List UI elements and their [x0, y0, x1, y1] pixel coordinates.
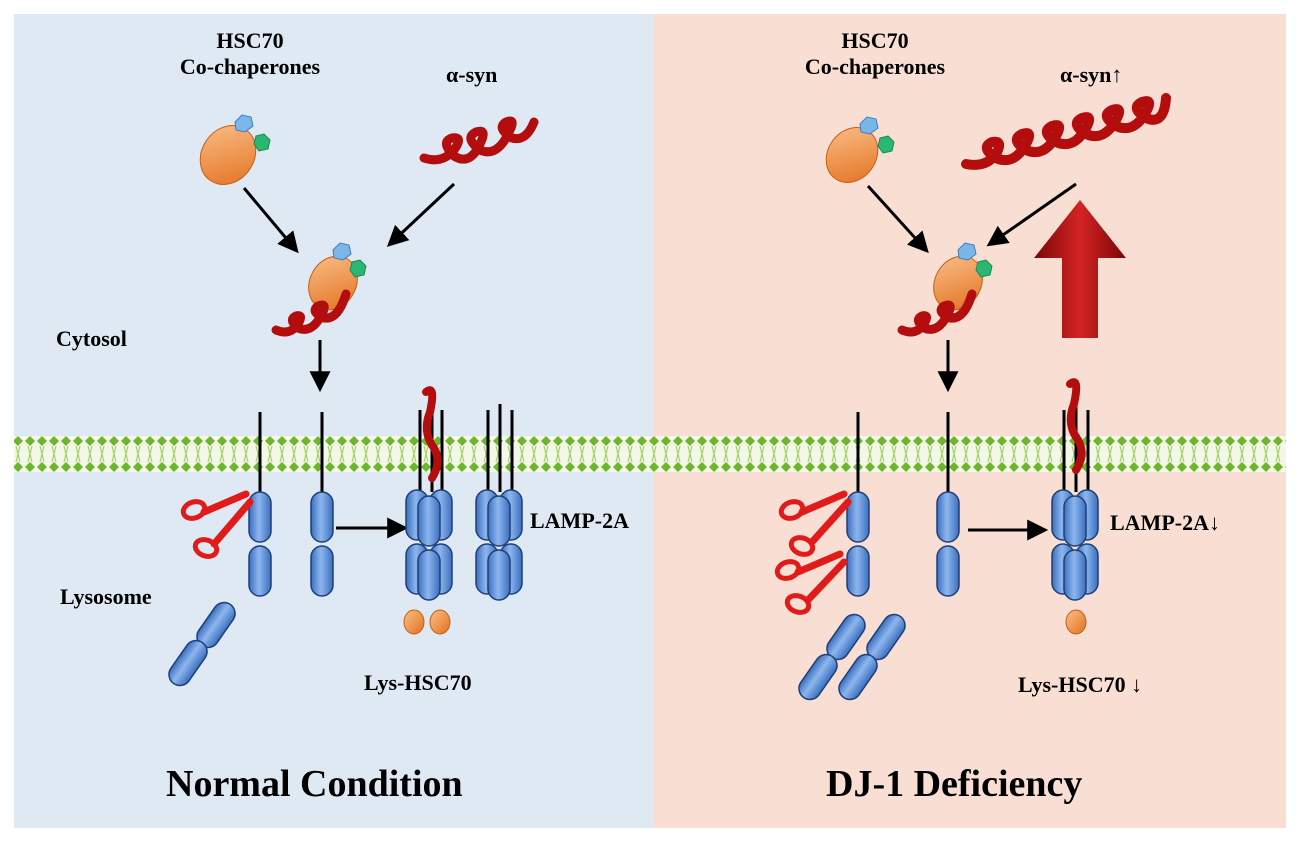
hsc70-label-deficiency: HSC70 Co-chaperones: [775, 28, 975, 80]
hsc70-asyn-complex-normal: [271, 242, 367, 337]
hsc70-label-line2: Co-chaperones: [179, 54, 321, 79]
hsc70-complex-free-deficiency: [825, 116, 895, 183]
hsc70-label-line1: HSC70: [216, 28, 284, 53]
scissors-icon-deficiency-2: [774, 550, 848, 615]
lamp2a-multimer-substrate-normal: [405, 386, 453, 601]
cytosol-label: Cytosol: [56, 326, 127, 351]
hsc70-label-normal: HSC70 Co-chaperones: [150, 28, 350, 80]
arrow-asyn-to-complex-deficiency: [986, 182, 1077, 247]
alpha-syn-increased: [961, 93, 1171, 170]
arrow-hsc70-to-complex-deficiency: [866, 184, 929, 254]
lamp2a-label-normal: LAMP-2A: [530, 508, 629, 533]
lamp2a-label-deficiency: LAMP-2A↓: [1110, 510, 1220, 535]
asyn-label-normal: α-syn: [446, 62, 498, 87]
arrow-asyn-to-complex-normal: [386, 182, 456, 247]
scissors-icon-normal: [180, 490, 254, 559]
lys-hsc70-deficiency: [1065, 609, 1087, 635]
title-normal: Normal Condition: [166, 763, 463, 805]
lamp2a-multimer-substrate-deficiency: [1051, 378, 1099, 601]
lamp2a-monomer-2-normal: [310, 412, 334, 597]
hsc70-complex-free-normal: [199, 114, 271, 185]
normal-panel-bg: [14, 14, 654, 828]
lamp2a-monomer-1-deficiency: [846, 412, 870, 597]
lamp2a-multimer-normal: [475, 404, 523, 601]
alpha-syn-normal: [419, 116, 539, 165]
lysosome-label: Lysosome: [60, 584, 152, 609]
lamp2a-monomer-1-normal: [248, 412, 272, 597]
scissors-icon-deficiency-1: [778, 490, 852, 557]
hsc70-asyn-complex-deficiency: [897, 242, 993, 337]
degraded-lamp2a-normal: [168, 601, 236, 687]
arrow-hsc70-to-complex-normal: [242, 187, 299, 254]
lys-hsc70-label-normal: Lys-HSC70: [364, 670, 472, 695]
hsc70-label-line1: HSC70: [841, 28, 909, 53]
deficiency-panel-bg: [654, 14, 1286, 828]
lys-hsc70-label-deficiency: Lys-HSC70 ↓: [1018, 672, 1143, 697]
lys-hsc70-normal: [403, 609, 451, 635]
big-up-arrow-icon: [1034, 200, 1126, 338]
hsc70-label-line2: Co-chaperones: [804, 54, 946, 79]
lysosomal-membrane: [14, 436, 1286, 472]
degraded-lamp2a-deficiency: [798, 613, 906, 701]
asyn-label-deficiency: α-syn↑: [1060, 62, 1123, 87]
title-deficiency: DJ-1 Deficiency: [826, 763, 1083, 805]
lamp2a-monomer-2-deficiency: [936, 412, 960, 597]
